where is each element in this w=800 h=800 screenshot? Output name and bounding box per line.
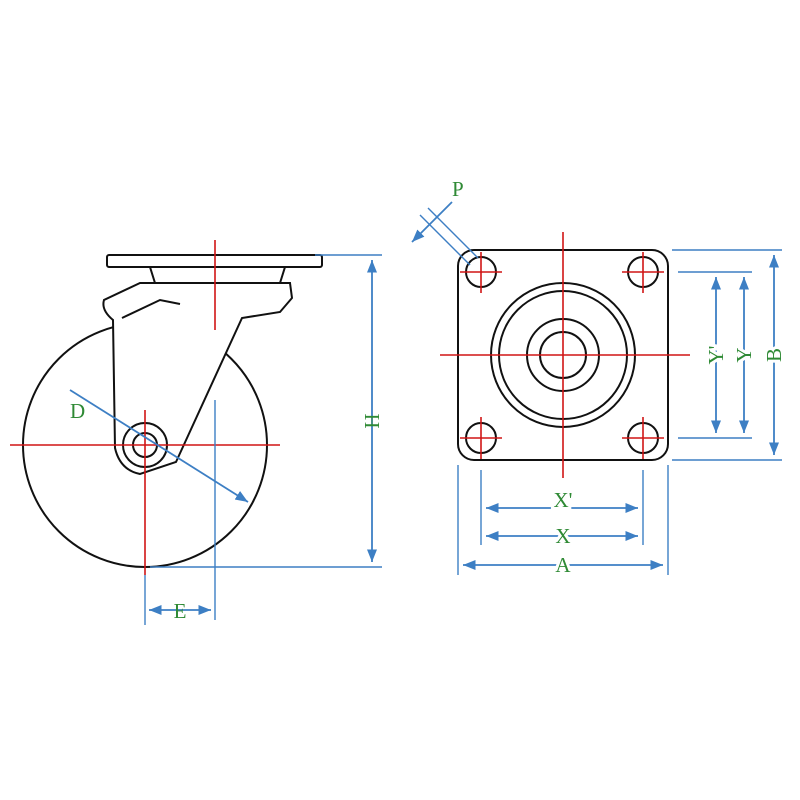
- diameter-dimension-line: [69, 389, 249, 503]
- swivel-bearing: [148, 266, 287, 284]
- y-label: Y: [732, 347, 756, 362]
- diameter-label: D: [70, 399, 85, 423]
- bolt-hole-label: P: [452, 177, 464, 201]
- bolt-hole-dimension-line: [411, 201, 453, 243]
- bolt-hole-crosshairs: [460, 252, 664, 459]
- fork-slot: [121, 298, 181, 319]
- bolt-hole-extension-1: [427, 207, 479, 259]
- x-inner-label: X': [554, 488, 573, 512]
- x-label: X: [555, 524, 570, 548]
- b-label: B: [762, 348, 786, 362]
- a-label: A: [555, 553, 571, 577]
- bolt-hole-extension-2: [419, 214, 471, 266]
- top-view: P X' X A Y' Y B: [411, 177, 789, 580]
- height-label: H: [360, 413, 384, 428]
- y-inner-label: Y': [704, 346, 728, 365]
- side-view: D H E: [10, 240, 384, 625]
- offset-label: E: [174, 599, 187, 623]
